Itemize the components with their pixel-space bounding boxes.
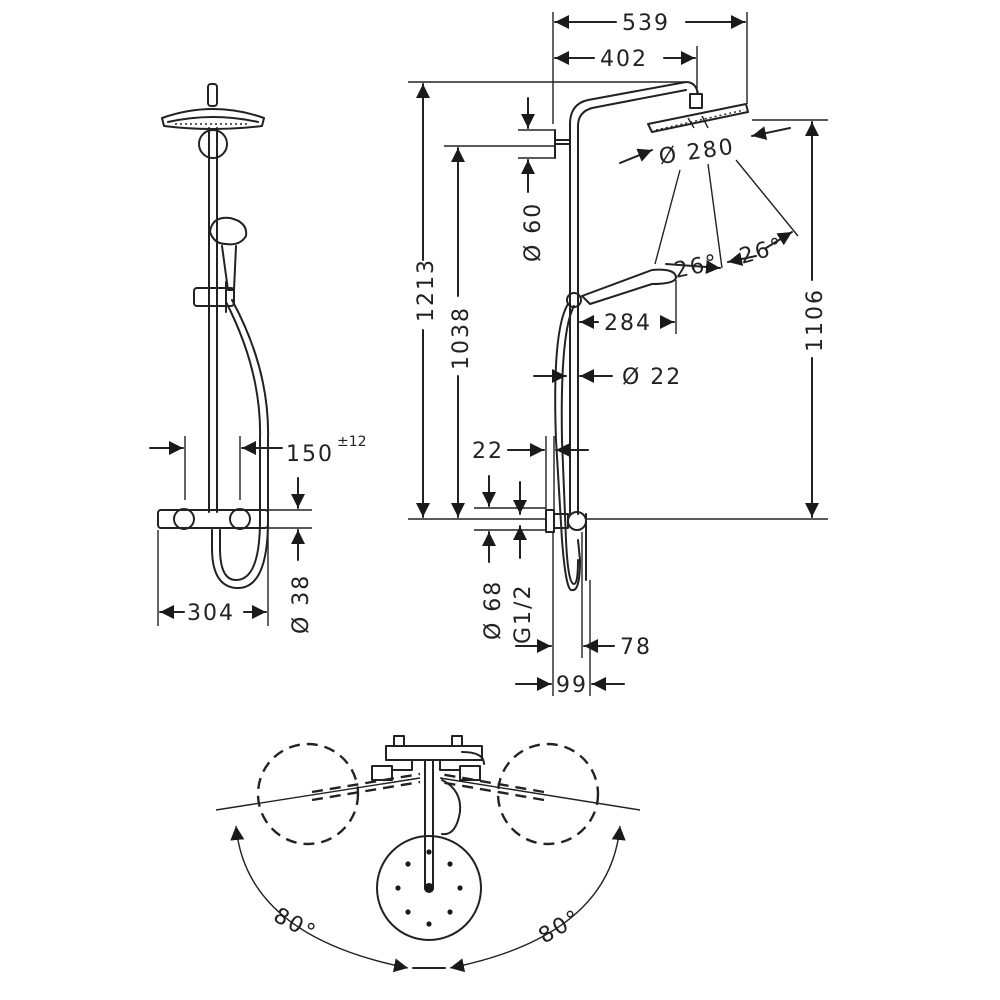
top-view: 80° 80°	[215, 735, 641, 973]
swivel-left-label: 80°	[269, 903, 320, 946]
width-total-label: 539	[622, 11, 670, 36]
front-head-top-knob	[207, 83, 218, 107]
front-shower-head	[161, 108, 265, 130]
connection-spacing-label: 150	[286, 442, 334, 467]
height-total-label: 1213	[414, 258, 439, 322]
side-shower-arm	[569, 81, 699, 125]
side-hose	[554, 303, 581, 592]
wall-mount-diameter-label: Ø 60	[521, 202, 546, 262]
thermostat-height-label: Ø 38	[289, 574, 314, 634]
side-view: 539 402 Ø 280 26° 26° Ø 60 1213	[408, 11, 828, 698]
pipe-diameter-label: Ø 22	[622, 365, 682, 390]
wall-to-front-label: 99	[556, 673, 588, 698]
thermostat-diameter-label: Ø 68	[481, 580, 506, 640]
swivel-left-circle	[256, 742, 360, 846]
front-wall-bracket	[198, 129, 228, 159]
side-thermostat	[545, 509, 555, 533]
side-hand-shower	[581, 268, 677, 305]
hand-shower-width-label: 284	[604, 311, 652, 336]
height-mount-label: 1038	[449, 306, 474, 370]
thread-label: G1/2	[511, 584, 536, 644]
front-hand-shower	[209, 216, 248, 246]
wall-to-pipe-label: 78	[620, 635, 652, 660]
front-slider	[193, 287, 235, 307]
head-diameter-label: Ø 280	[657, 135, 736, 170]
thermostat-width-label: 304	[187, 601, 235, 626]
head-angle-left-label: 26°	[672, 250, 721, 284]
head-angle-right-label: 26°	[737, 233, 787, 269]
swivel-right-circle	[496, 742, 600, 846]
front-hose	[211, 299, 270, 590]
pipe-offset-label: 22	[472, 439, 504, 464]
top-hand-shower	[441, 779, 462, 836]
front-thermostat	[157, 509, 269, 529]
connection-tolerance-label: ±12	[337, 434, 367, 450]
width-arm-label: 402	[600, 47, 648, 72]
front-view: 150 ±12 304 Ø 38	[149, 83, 367, 634]
side-shower-head	[647, 103, 749, 133]
height-head-label: 1106	[803, 288, 828, 352]
